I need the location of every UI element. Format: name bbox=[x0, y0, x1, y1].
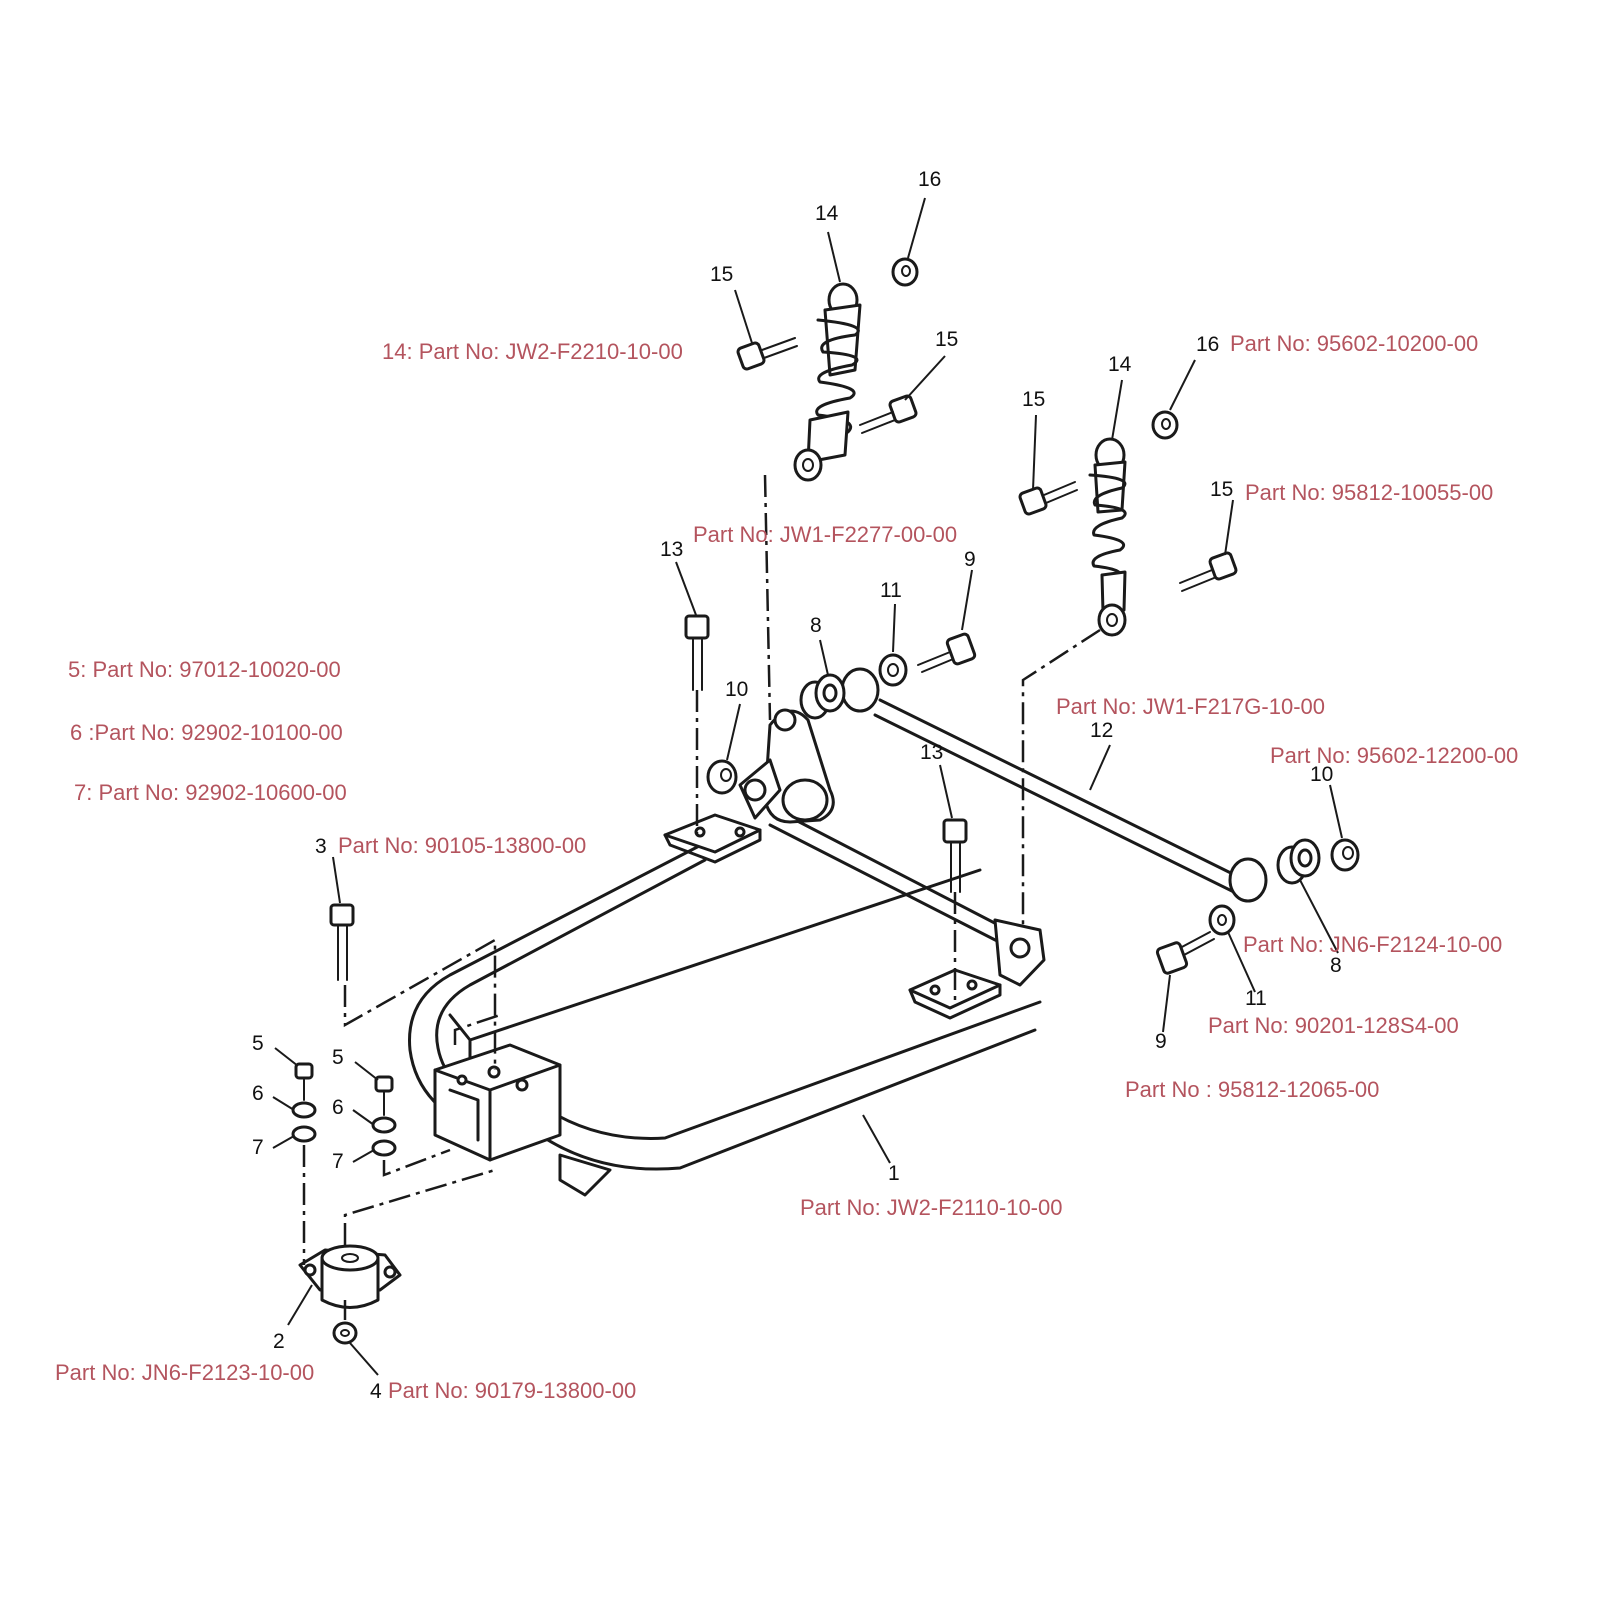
bushing-left bbox=[799, 673, 846, 720]
callout-11: 11 bbox=[1245, 987, 1267, 1010]
callout-3: 3 bbox=[315, 835, 327, 858]
label-part-1: Part No: JW2-F2110-10-00 bbox=[800, 1195, 1062, 1220]
washer-7-left bbox=[291, 1125, 317, 1143]
rubber-mount bbox=[298, 1244, 402, 1309]
bolt-15-lower-left bbox=[859, 394, 918, 434]
callout-15: 15 bbox=[710, 263, 733, 286]
callout-2: 2 bbox=[273, 1330, 285, 1353]
label-part-9: Part No : 95812-12065-00 bbox=[1125, 1077, 1379, 1102]
washer-6-right bbox=[371, 1116, 397, 1134]
callout-5: 5 bbox=[252, 1032, 264, 1055]
label-part-7: 7: Part No: 92902-10600-00 bbox=[74, 780, 347, 805]
callout-10: 10 bbox=[725, 678, 748, 701]
callout-10: 10 bbox=[1310, 763, 1333, 786]
callout-6: 6 bbox=[252, 1082, 264, 1105]
callout-7: 7 bbox=[332, 1150, 344, 1173]
callout-15: 15 bbox=[1022, 388, 1045, 411]
control-rod bbox=[840, 667, 1268, 903]
washer-right-hole bbox=[1217, 914, 1227, 926]
label-part-14: 14: Part No: JW2-F2210-10-00 bbox=[382, 339, 683, 364]
label-part-10: Part No: 95602-12200-00 bbox=[1270, 743, 1518, 768]
part-number-labels: 14: Part No: JW2-F2210-10-00 Part No: 95… bbox=[55, 331, 1518, 1403]
washer-6-left bbox=[291, 1101, 317, 1119]
callout-9: 9 bbox=[1155, 1030, 1167, 1053]
label-part-8: Part No: JN6-F2124-10-00 bbox=[1243, 932, 1502, 957]
callout-13: 13 bbox=[660, 538, 683, 561]
nut-4 bbox=[332, 1321, 358, 1345]
callout-6: 6 bbox=[332, 1096, 344, 1119]
washer-left bbox=[878, 653, 908, 687]
callout-5: 5 bbox=[332, 1046, 344, 1069]
label-part-2: Part No: JN6-F2123-10-00 bbox=[55, 1360, 314, 1385]
bolt-3 bbox=[329, 903, 355, 981]
callout-12: 12 bbox=[1090, 719, 1113, 742]
shock-absorber-left bbox=[793, 282, 862, 482]
label-part-12: Part No: JW1-F217G-10-00 bbox=[1056, 694, 1325, 719]
label-part-3: Part No: 90105-13800-00 bbox=[338, 833, 586, 858]
callout-14: 14 bbox=[815, 202, 839, 225]
callout-8: 8 bbox=[810, 614, 822, 637]
callout-15: 15 bbox=[935, 328, 958, 351]
bolt-15-upper-right bbox=[1018, 481, 1078, 516]
bolt-13-right bbox=[942, 818, 968, 893]
callout-14: 14 bbox=[1108, 353, 1132, 376]
callout-9: 9 bbox=[964, 548, 976, 571]
callout-4: 4 bbox=[370, 1380, 382, 1403]
label-part-16: Part No: 95602-10200-00 bbox=[1230, 331, 1478, 356]
callout-13: 13 bbox=[920, 741, 943, 764]
nut-16-right bbox=[1151, 410, 1179, 440]
callout-16: 16 bbox=[918, 168, 941, 191]
left-mount-plate bbox=[663, 813, 762, 864]
callout-7: 7 bbox=[252, 1136, 264, 1159]
callout-15: 15 bbox=[1210, 478, 1233, 501]
bolt-9-lower bbox=[1155, 931, 1215, 975]
nut-10-right bbox=[1330, 838, 1360, 872]
shock-absorber-right bbox=[1088, 437, 1127, 637]
pivot-arm-bracket bbox=[738, 708, 835, 824]
label-part-15: Part No: 95812-10055-00 bbox=[1245, 480, 1493, 505]
bolt-15-lower-right bbox=[1179, 551, 1238, 592]
callout-1: 1 bbox=[888, 1162, 900, 1185]
label-part-6: 6 :Part No: 92902-10100-00 bbox=[70, 720, 343, 745]
callout-16: 16 bbox=[1196, 333, 1219, 356]
bolt-9-upper bbox=[917, 632, 977, 673]
bolt-5-left bbox=[294, 1062, 314, 1101]
callout-numbers: 16 14 15 15 16 14 15 15 13 11 9 8 10 12 … bbox=[252, 168, 1342, 1403]
label-part-11: Part No: 90201-128S4-00 bbox=[1208, 1013, 1459, 1038]
label-part-4: Part No: 90179-13800-00 bbox=[388, 1378, 636, 1403]
callout-11: 11 bbox=[880, 579, 902, 602]
washer-right bbox=[1208, 904, 1236, 936]
washer-left-hole bbox=[887, 663, 899, 677]
washer-7-right bbox=[371, 1139, 397, 1157]
leader-lines bbox=[272, 197, 1343, 1376]
bolt-13-left bbox=[684, 614, 710, 691]
nut-10-left bbox=[706, 759, 738, 795]
bushing-right bbox=[1276, 838, 1321, 885]
label-part-5: 5: Part No: 97012-10020-00 bbox=[68, 657, 341, 682]
center-mount-box bbox=[433, 1043, 562, 1162]
bolt-5-right bbox=[374, 1075, 394, 1116]
nut-16-left bbox=[891, 257, 919, 287]
label-bracket: Part No: JW1-F2277-00-00 bbox=[693, 522, 957, 547]
bolt-15-upper-left bbox=[736, 337, 798, 371]
assembly-lines bbox=[302, 474, 1101, 1320]
callout-8: 8 bbox=[1330, 954, 1342, 977]
